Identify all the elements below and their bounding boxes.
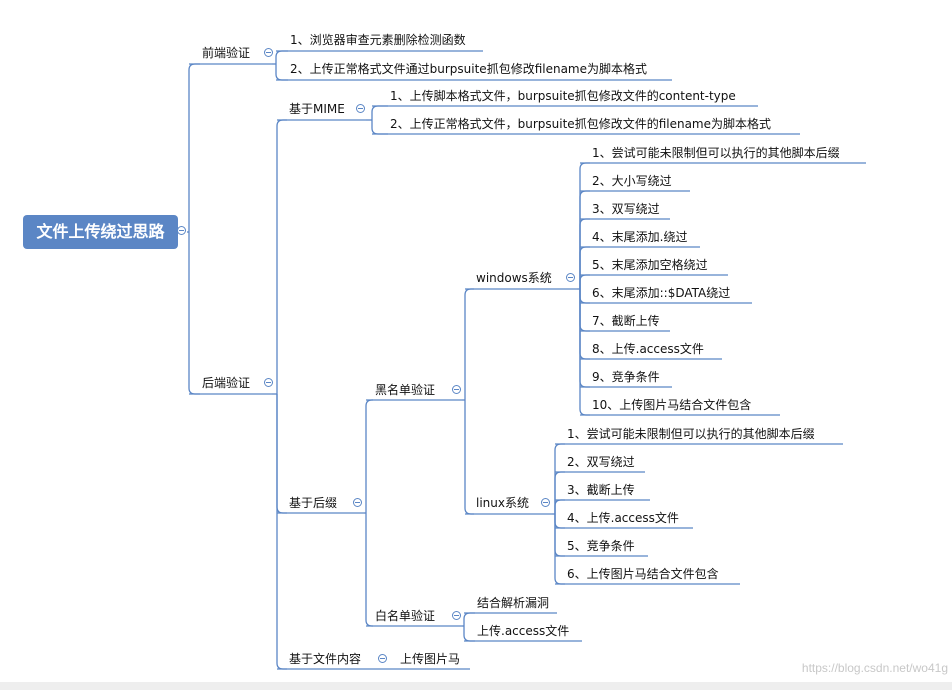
- connector: [554, 471, 565, 514]
- node-backend[interactable]: 后端验证: [202, 376, 251, 390]
- leaf-windows-7[interactable]: 7、截断上传: [592, 314, 660, 328]
- connector: [579, 289, 590, 304]
- connector: [579, 289, 590, 388]
- node-linux[interactable]: linux系统: [476, 496, 529, 510]
- leaf-content-1[interactable]: 上传图片马: [400, 652, 461, 666]
- leaf-frontend-1[interactable]: 1、浏览器审查元素删除检测函数: [290, 33, 466, 47]
- connector: [554, 514, 565, 557]
- connector: [276, 394, 287, 514]
- leaf-mime-1[interactable]: 1、上传脚本格式文件，burpsuite抓包修改文件的content-type: [390, 89, 736, 103]
- node-blacklist[interactable]: 黑名单验证: [375, 383, 436, 397]
- collapse-icon[interactable]: [452, 385, 461, 394]
- collapse-icon[interactable]: [378, 654, 387, 663]
- connector: [579, 162, 590, 289]
- connector: [276, 394, 287, 670]
- connector: [579, 289, 590, 416]
- node-whitelist[interactable]: 白名单验证: [375, 609, 436, 623]
- connector: [188, 63, 200, 232]
- connector: [276, 119, 287, 394]
- node-frontend[interactable]: 前端验证: [202, 46, 251, 60]
- leaf-windows-9[interactable]: 9、竞争条件: [592, 370, 660, 384]
- connector: [275, 64, 288, 81]
- leaf-whitelist-2[interactable]: 上传.access文件: [477, 624, 570, 638]
- leaf-windows-5[interactable]: 5、末尾添加空格绕过: [592, 258, 708, 272]
- leaf-linux-1[interactable]: 1、尝试可能未限制但可以执行的其他脚本后缀: [567, 427, 815, 441]
- collapse-icon[interactable]: [541, 498, 550, 507]
- collapse-icon[interactable]: [452, 611, 461, 620]
- connector: [371, 105, 388, 120]
- connector: [275, 50, 288, 64]
- leaf-windows-1[interactable]: 1、尝试可能未限制但可以执行的其他脚本后缀: [592, 146, 840, 160]
- leaf-frontend-2[interactable]: 2、上传正常格式文件通过burpsuite抓包修改filename为脚本格式: [290, 62, 647, 76]
- leaf-windows-10[interactable]: 10、上传图片马结合文件包含: [592, 398, 752, 412]
- leaf-linux-2[interactable]: 2、双写绕过: [567, 455, 635, 469]
- connector: [579, 289, 590, 360]
- root-node[interactable]: 文件上传绕过思路: [23, 215, 178, 249]
- connector: [365, 399, 373, 513]
- leaf-linux-4[interactable]: 4、上传.access文件: [567, 511, 679, 525]
- leaf-windows-2[interactable]: 2、大小写绕过: [592, 174, 672, 188]
- connector: [579, 218, 590, 289]
- connector: [188, 232, 200, 395]
- collapse-icon[interactable]: [177, 226, 186, 235]
- connector: [463, 612, 475, 626]
- leaf-whitelist-1[interactable]: 结合解析漏洞: [477, 596, 550, 610]
- connector: [579, 246, 590, 289]
- leaf-mime-2[interactable]: 2、上传正常格式文件，burpsuite抓包修改文件的filename为脚本格式: [390, 117, 771, 131]
- connector: [463, 626, 475, 642]
- leaf-linux-6[interactable]: 6、上传图片马结合文件包含: [567, 567, 719, 581]
- connector: [579, 289, 590, 332]
- leaf-windows-6[interactable]: 6、末尾添加::$DATA绕过: [592, 286, 731, 300]
- node-suffix[interactable]: 基于后缀: [289, 496, 338, 510]
- node-mime[interactable]: 基于MIME: [289, 102, 345, 116]
- leaf-linux-3[interactable]: 3、截断上传: [567, 483, 635, 497]
- connector: [554, 499, 565, 514]
- bottom-bar: [0, 682, 952, 690]
- connector: [579, 190, 590, 289]
- connector: [554, 443, 565, 514]
- node-content[interactable]: 基于文件内容: [289, 652, 362, 666]
- connector: [554, 514, 565, 529]
- leaf-windows-8[interactable]: 8、上传.access文件: [592, 342, 704, 356]
- connector: [464, 400, 474, 515]
- leaf-windows-4[interactable]: 4、末尾添加.绕过: [592, 230, 688, 244]
- leaf-windows-3[interactable]: 3、双写绕过: [592, 202, 660, 216]
- connector: [371, 120, 388, 135]
- node-windows[interactable]: windows系统: [476, 271, 552, 285]
- watermark: https://blog.csdn.net/wo41g: [801, 661, 948, 675]
- connector: [554, 514, 565, 585]
- collapse-icon[interactable]: [264, 48, 273, 57]
- connector: [579, 274, 590, 289]
- leaf-linux-5[interactable]: 5、竞争条件: [567, 539, 635, 553]
- collapse-icon[interactable]: [566, 273, 575, 282]
- collapse-icon[interactable]: [353, 498, 362, 507]
- collapse-icon[interactable]: [264, 378, 273, 387]
- connector: [464, 288, 474, 400]
- collapse-icon[interactable]: [356, 104, 365, 113]
- connector: [365, 513, 373, 627]
